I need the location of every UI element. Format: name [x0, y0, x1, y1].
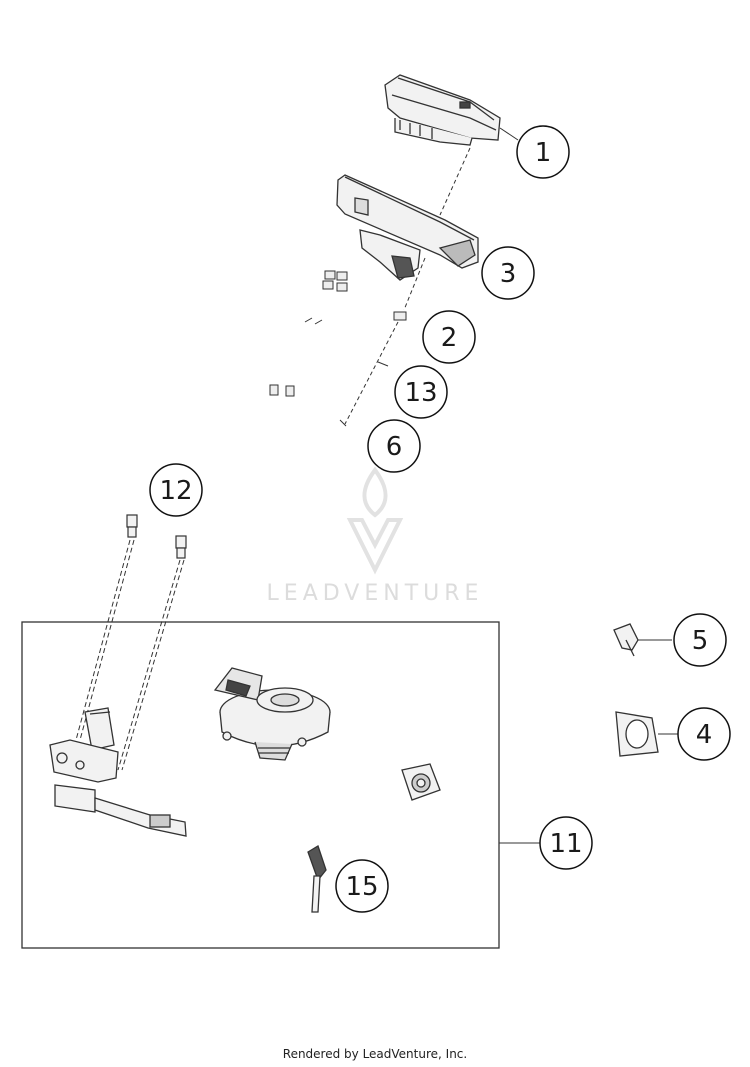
bracket-part	[336, 174, 479, 281]
callout-label: 5	[692, 626, 709, 656]
lock-cylinder-part	[401, 763, 441, 801]
plate-part	[615, 711, 659, 757]
callout-6: 6	[367, 419, 421, 473]
callout-5: 5	[673, 613, 727, 667]
callout-label: 2	[441, 323, 458, 353]
cable-part	[126, 514, 187, 559]
steering-lock-part	[49, 707, 187, 837]
watermark-text: LEADVENTURE	[267, 581, 484, 606]
callout-13: 13	[394, 365, 448, 419]
kit-box	[21, 621, 500, 949]
callout-label: 6	[386, 432, 403, 462]
callout-label: 3	[500, 259, 517, 289]
callout-label: 4	[696, 720, 713, 750]
leader-lines-top	[344, 147, 471, 425]
callout-label: 1	[535, 138, 552, 168]
footer-credit: Rendered by LeadVenture, Inc.	[282, 1047, 468, 1061]
callout-3: 3	[481, 246, 535, 300]
callout-label: 13	[404, 378, 437, 408]
callout-label: 12	[159, 476, 192, 506]
callout-1: 1	[516, 125, 570, 179]
instrument-cluster-part	[384, 74, 501, 146]
callout-label: 11	[549, 829, 582, 859]
cable-lines	[75, 539, 185, 771]
callout-4: 4	[677, 707, 731, 761]
key-part	[307, 845, 327, 913]
callout-11: 11	[539, 816, 593, 870]
watermark-logo	[346, 466, 404, 575]
small-hardware	[269, 270, 407, 427]
leader-lines-solid	[499, 127, 519, 141]
callout-label: 15	[345, 872, 378, 902]
callout-2: 2	[422, 310, 476, 364]
callout-12: 12	[149, 463, 203, 517]
clip-part	[613, 623, 639, 657]
callout-15: 15	[335, 859, 389, 913]
fuel-cap-part	[213, 667, 331, 761]
